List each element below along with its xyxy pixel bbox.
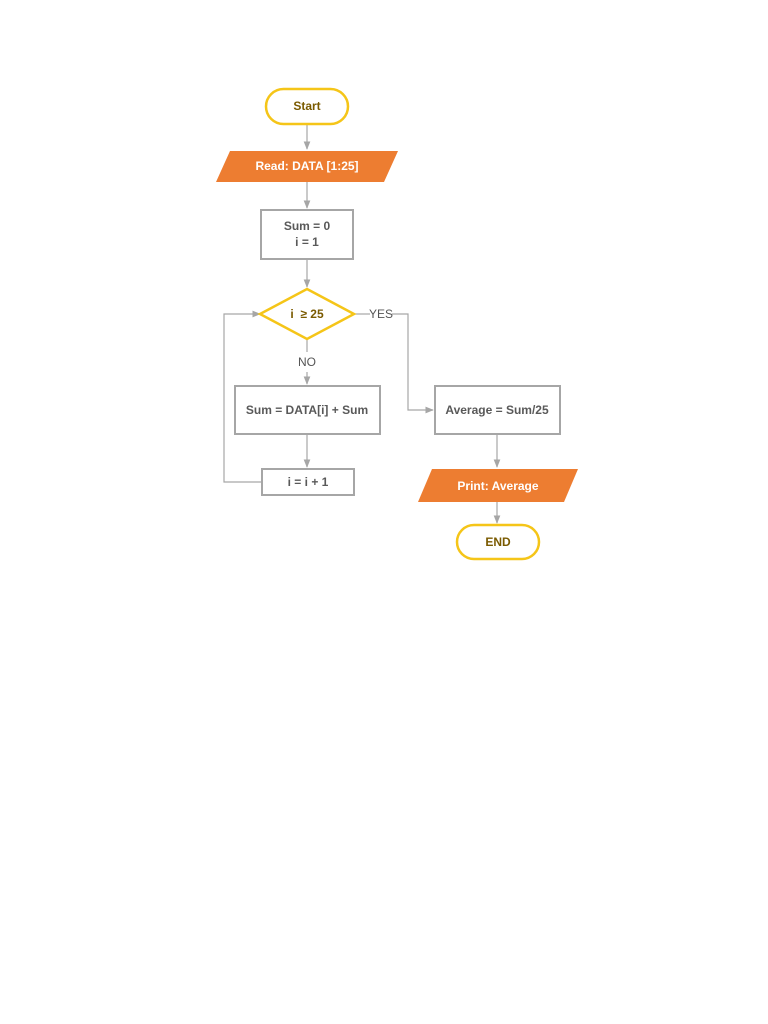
terminal-shape — [264, 87, 350, 126]
process-shape — [234, 385, 381, 435]
node-end: END — [455, 523, 541, 561]
node-increment-label: i = i + 1 — [288, 475, 329, 489]
node-print: Print: Average — [418, 469, 578, 502]
edge-decision-yes-to-average — [392, 313, 434, 414]
node-init-label-line-2: i = 1 — [295, 235, 319, 249]
io-shape — [418, 469, 578, 502]
io-shape — [216, 151, 398, 182]
edge-label-yes: YES — [369, 307, 393, 321]
node-read-label: Read: DATA [1:25] — [255, 159, 358, 173]
node-end-label: END — [485, 535, 511, 549]
node-init-label-line-1: Sum = 0 — [284, 219, 331, 233]
node-average: Average = Sum/25 — [434, 385, 561, 435]
process-shape — [261, 468, 355, 496]
node-read: Read: DATA [1:25] — [216, 151, 398, 182]
connectors — [223, 124, 501, 524]
decision-shape — [257, 287, 357, 341]
node-start: Start — [264, 87, 350, 126]
process-shape — [260, 209, 354, 260]
node-init: Sum = 0 i = 1 — [260, 209, 354, 260]
node-start-label: Start — [293, 99, 320, 113]
node-accumulate: Sum = DATA[i] + Sum — [234, 385, 381, 435]
node-increment: i = i + 1 — [261, 468, 355, 496]
process-shape — [434, 385, 561, 435]
node-average-label: Average = Sum/25 — [445, 403, 549, 417]
edge-increment-loop-back — [223, 310, 262, 483]
node-decision-label: i ≥ 25 — [290, 307, 324, 321]
node-accumulate-label: Sum = DATA[i] + Sum — [246, 403, 368, 417]
node-decision: i ≥ 25 — [257, 287, 357, 341]
terminal-shape — [455, 523, 541, 561]
node-print-label: Print: Average — [457, 479, 538, 493]
edge-label-no: NO — [298, 355, 316, 369]
